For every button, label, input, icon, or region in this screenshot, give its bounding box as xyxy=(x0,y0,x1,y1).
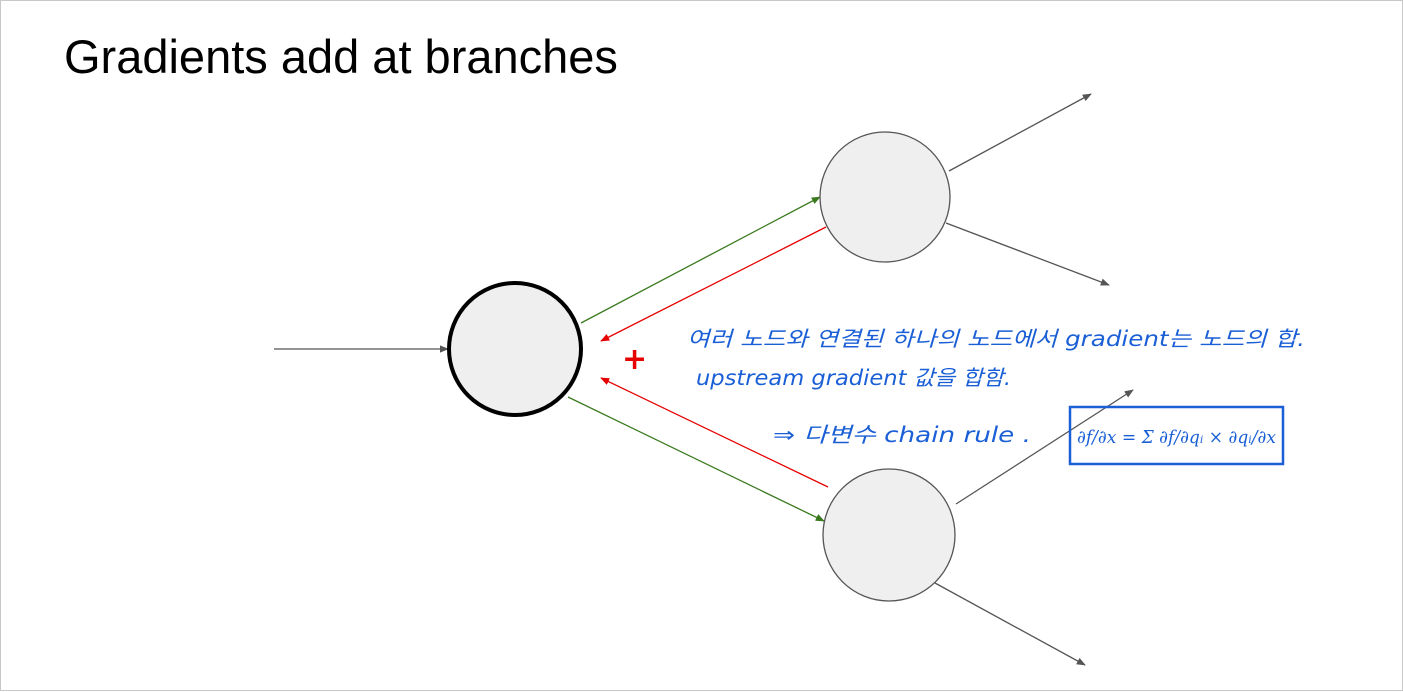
main-node xyxy=(447,281,583,417)
output-edge-top-1 xyxy=(948,93,1092,172)
plus-icon: + xyxy=(622,342,647,377)
output-edge-top-2 xyxy=(945,222,1110,286)
annotation-line-1: 여러 노드와 연결된 하나의 노드에서 gradient는 노드의 합. xyxy=(687,327,1305,351)
gradient-edge-top xyxy=(600,226,827,342)
forward-edge-bottom xyxy=(567,396,825,522)
gradient-edge-bottom xyxy=(600,377,829,488)
output-edge-bottom-2 xyxy=(934,582,1086,666)
slide-title: Gradients add at branches xyxy=(64,30,618,83)
formula-box xyxy=(1068,405,1285,466)
forward-edge-top xyxy=(580,196,821,324)
lower-node xyxy=(822,468,956,602)
chain-rule-formula: ∂f/∂x = Σ ∂f/∂qᵢ × ∂qᵢ/∂x xyxy=(1077,427,1276,448)
output-edge-bottom-1 xyxy=(955,389,1134,505)
annotation-line-2: upstream gradient 값을 합함. xyxy=(696,366,1011,390)
annotation-line-3: ⇒ 다변수 chain rule . xyxy=(773,423,1031,447)
upper-node xyxy=(819,131,951,263)
